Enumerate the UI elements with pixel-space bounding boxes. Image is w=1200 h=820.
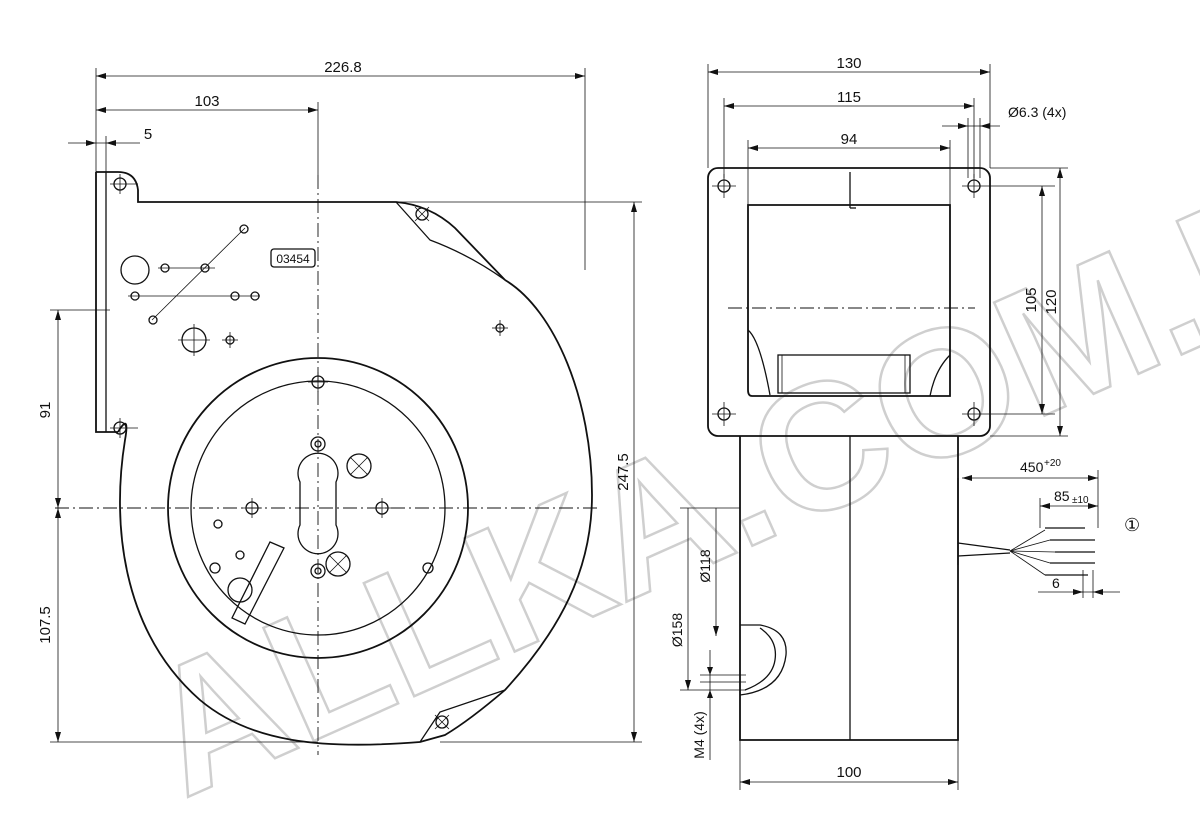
- watermark: ALLKA.COM.BY: [117, 88, 1200, 820]
- dim-total-height: 247.5: [396, 201, 642, 743]
- inlet-ring-outer: [167, 357, 469, 659]
- dim-hole-spacing: 115: [723, 89, 975, 178]
- dim-wire-end: 6: [1038, 570, 1120, 598]
- dim-overall-width: 226.8: [95, 59, 586, 270]
- housing-lower-tab: [419, 689, 506, 743]
- flange-features: [110, 174, 508, 438]
- motor-hub: [297, 452, 339, 555]
- dim-wire-end-label: 6: [1052, 575, 1060, 591]
- cable: [957, 527, 1095, 576]
- dim-hole-spacing-label: 115: [837, 89, 861, 106]
- dim-motor-width: 100: [739, 740, 959, 790]
- dim-upper-height-label: 91: [37, 402, 54, 419]
- dim-motor-diameter-label: Ø118: [697, 549, 713, 582]
- part-label-box: [270, 248, 316, 268]
- dim-lower-height-label: 107.5: [37, 606, 54, 644]
- dim-thread-label: M4 (4x): [691, 711, 707, 758]
- crossed-holes: [235, 206, 450, 730]
- dim-cable-length-tolerance: +20: [1044, 458, 1061, 469]
- outlet-opening: [747, 204, 951, 397]
- side-flange-holes: [712, 174, 1055, 426]
- dim-hole-vertical-label: 105: [1023, 287, 1040, 312]
- dim-inlet-diameter: Ø158: [669, 508, 746, 691]
- dim-hole-diameter-label: Ø6.3 (4x): [1008, 104, 1066, 120]
- cable-grommet: [227, 577, 253, 603]
- dim-flange-thickness-label: 5: [144, 126, 152, 143]
- motor-body: [739, 436, 959, 741]
- front-view: 03454 226.8 103 5 9: [37, 59, 642, 755]
- side-view: 130 115 94 Ø6.3 (4x): [669, 55, 1140, 790]
- side-flange-plate: [707, 167, 991, 437]
- dim-cable-length-label: 450: [1020, 459, 1044, 475]
- dim-outlet-width-label: 94: [841, 131, 858, 148]
- watermark-text: ALLKA.COM.BY: [118, 90, 1200, 820]
- dim-cable-length: 450 +20: [962, 458, 1099, 528]
- callout-number: ①: [1124, 515, 1140, 535]
- dim-flange-thickness: 5: [68, 126, 152, 172]
- dim-flange-width-label: 130: [836, 55, 861, 72]
- dim-strip-length-label: 85: [1054, 488, 1070, 504]
- impeller-section: [777, 354, 911, 394]
- inlet-lip: [739, 624, 787, 696]
- dim-hole-diameter: Ø6.3 (4x): [942, 104, 1066, 178]
- dim-overall-width-label: 226.8: [324, 59, 362, 76]
- dim-strip-length-tolerance: ±10: [1072, 495, 1089, 506]
- inlet-screw-holes: [209, 372, 434, 579]
- mounting-flange-top: [96, 171, 506, 281]
- dim-flange-height-label: 120: [1043, 289, 1060, 314]
- part-label: 03454: [276, 252, 310, 266]
- dim-flange-width: 130: [707, 55, 991, 168]
- volute-housing: [117, 279, 593, 746]
- dim-flange-to-axis: 103: [96, 93, 319, 175]
- dim-flange-to-axis-label: 103: [194, 93, 219, 110]
- housing-upper-tab: [395, 201, 506, 281]
- dim-flange-vertical: 105 120: [990, 167, 1068, 437]
- dim-motor-diameter: Ø118: [680, 507, 740, 636]
- dim-total-height-label: 247.5: [615, 453, 632, 491]
- cable-exit-sleeve: [231, 541, 285, 625]
- mounting-flange-side: [95, 172, 118, 433]
- dim-motor-width-label: 100: [836, 764, 861, 781]
- dim-inlet-diameter-label: Ø158: [669, 613, 685, 647]
- dim-thread: M4 (4x): [691, 650, 746, 760]
- dim-vertical-left: 91 107.5: [37, 309, 318, 743]
- dim-outlet-width: 94: [747, 131, 951, 205]
- dim-strip-length: 85 ±10: [1039, 488, 1098, 528]
